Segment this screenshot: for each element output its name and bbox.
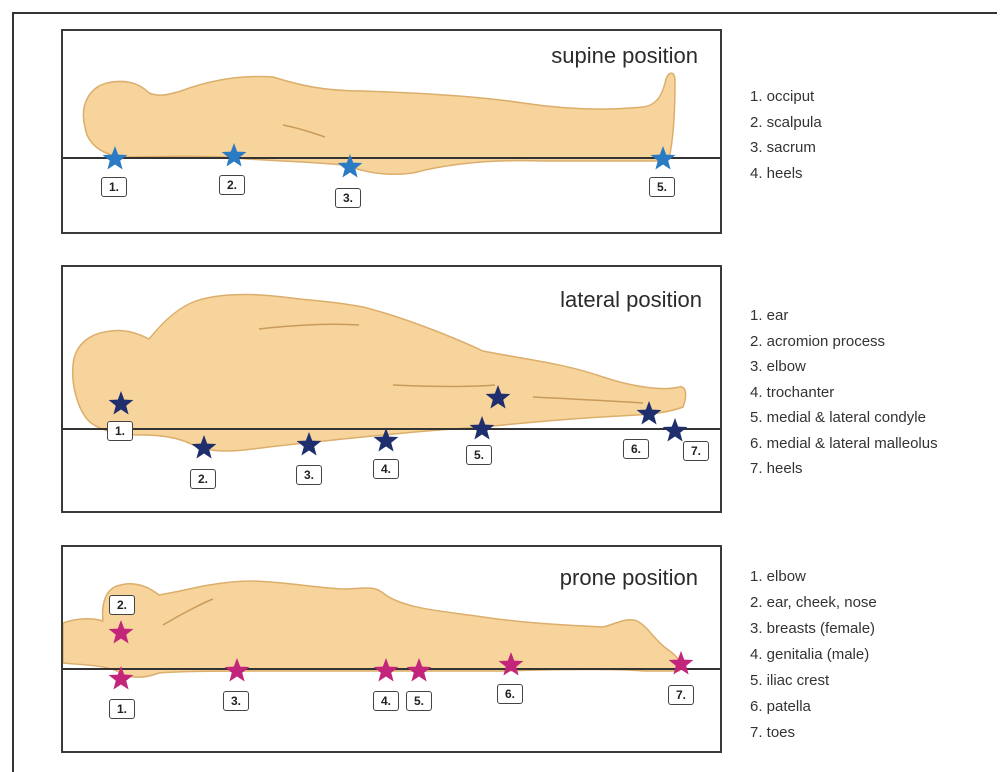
legend-item: 1. occiput <box>750 84 822 110</box>
supine-body <box>83 73 675 174</box>
legend-item: 6. medial & lateral malleolus <box>750 431 938 457</box>
supine-title: supine position <box>551 43 698 69</box>
lateral-marker: 7. <box>683 441 709 461</box>
lateral-title: lateral position <box>560 287 702 313</box>
legend-item: 6. patella <box>750 694 877 720</box>
lateral-panel: lateral position 1. 2. 3. 4. 5. 6. 7. <box>61 265 722 513</box>
legend-item: 1. ear <box>750 303 938 329</box>
legend-item: 5. medial & lateral condyle <box>750 405 938 431</box>
prone-marker: 4. <box>373 691 399 711</box>
legend-item: 7. heels <box>750 456 938 482</box>
pressure-point-star-icon <box>663 418 688 442</box>
legend-item: 1. elbow <box>750 564 877 590</box>
legend-item: 4. heels <box>750 161 822 187</box>
lateral-marker: 6. <box>623 439 649 459</box>
supine-marker: 5. <box>649 177 675 197</box>
supine-marker: 1. <box>101 177 127 197</box>
legend-item: 2. ear, cheek, nose <box>750 590 877 616</box>
prone-title: prone position <box>560 565 698 591</box>
legend-item: 2. scalpula <box>750 110 822 136</box>
prone-marker: 6. <box>497 684 523 704</box>
legend-item: 3. breasts (female) <box>750 616 877 642</box>
prone-marker: 3. <box>223 691 249 711</box>
lateral-body <box>73 295 686 451</box>
legend-item: 3. elbow <box>750 354 938 380</box>
lateral-marker: 2. <box>190 469 216 489</box>
prone-panel: prone position 2. 1. 3. 4. 5. 6. 7. <box>61 545 722 753</box>
prone-marker: 7. <box>668 685 694 705</box>
legend-item: 4. genitalia (male) <box>750 642 877 668</box>
supine-panel: supine position 1. 2. 3. 5. <box>61 29 722 234</box>
prone-legend: 1. elbow 2. ear, cheek, nose 3. breasts … <box>750 564 877 746</box>
prone-marker: 2. <box>109 595 135 615</box>
lateral-marker: 5. <box>466 445 492 465</box>
prone-marker: 1. <box>109 699 135 719</box>
supine-marker: 2. <box>219 175 245 195</box>
legend-item: 5. iliac crest <box>750 668 877 694</box>
prone-body <box>63 581 681 677</box>
prone-marker: 5. <box>406 691 432 711</box>
supine-legend: 1. occiput 2. scalpula 3. sacrum 4. heel… <box>750 84 822 186</box>
legend-item: 2. acromion process <box>750 329 938 355</box>
lateral-marker: 3. <box>296 465 322 485</box>
lateral-marker: 1. <box>107 421 133 441</box>
lateral-legend: 1. ear 2. acromion process 3. elbow 4. t… <box>750 303 938 482</box>
supine-marker: 3. <box>335 188 361 208</box>
legend-item: 7. toes <box>750 720 877 746</box>
lateral-marker: 4. <box>373 459 399 479</box>
legend-item: 4. trochanter <box>750 380 938 406</box>
legend-item: 3. sacrum <box>750 135 822 161</box>
